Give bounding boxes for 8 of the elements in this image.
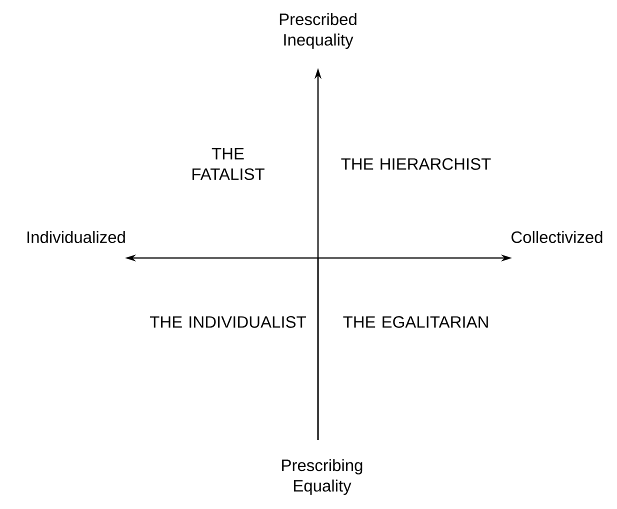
quadrant-label: THE FATALIST xyxy=(192,148,264,180)
axis-label: Prescribed Inequality xyxy=(280,13,356,49)
axis-label: Collectivized xyxy=(512,230,602,244)
quadrant-label: THE HIERARCHIST xyxy=(341,158,491,170)
axis-label: Prescribing Equality xyxy=(282,459,362,495)
axis-label: Individualized xyxy=(28,230,125,244)
quadrant-label: THE INDIVIDUALIST xyxy=(150,316,306,328)
quadrant-label: THE EGALITARIAN xyxy=(343,316,488,328)
